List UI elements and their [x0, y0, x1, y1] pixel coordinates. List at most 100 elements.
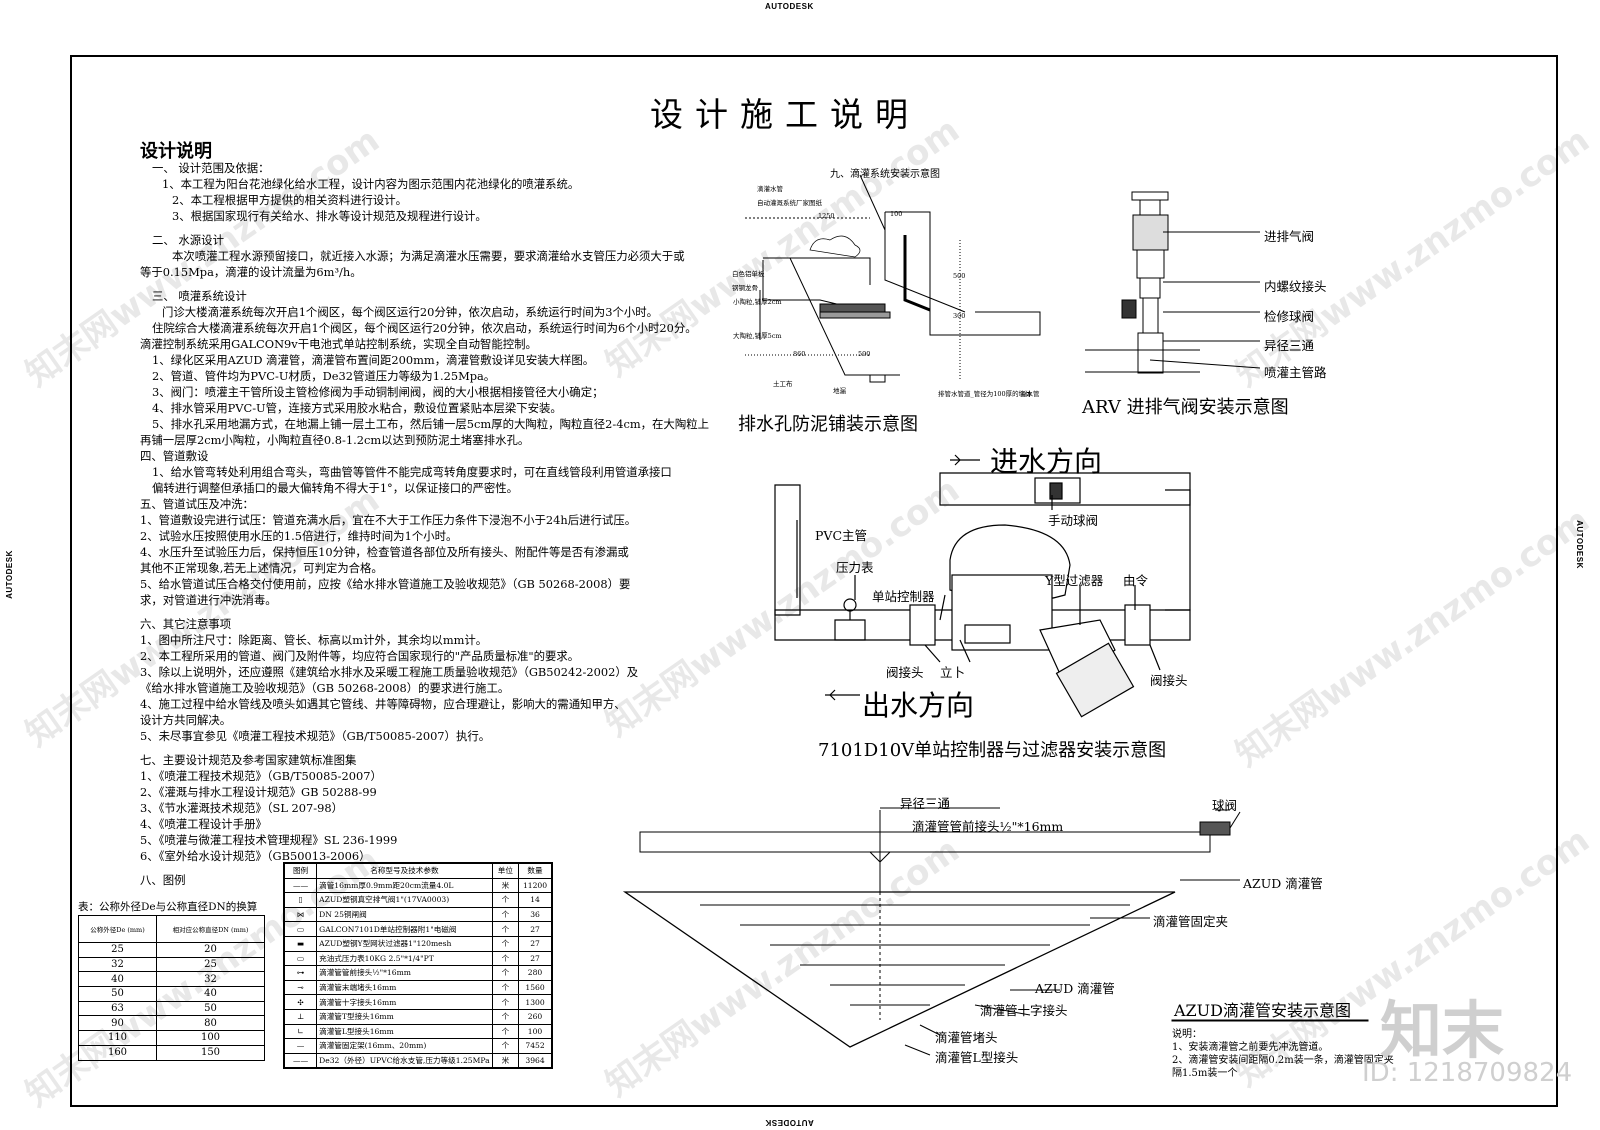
note-line: 七、主要设计规范及参考国家建筑标准图集: [140, 753, 357, 767]
label-ball-valve: 手动球阀: [1048, 513, 1099, 528]
legend-cell: 27: [518, 935, 553, 952]
note-line: 一、 设计范围及依据：: [152, 161, 270, 175]
note-line: 1、本工程为阳台花池绿化给水工程，设计内容为图示范围内花池绿化的喷灌系统。: [162, 177, 580, 191]
label-large-ceramsite: 大陶粒,铺厚5cm: [733, 332, 782, 340]
note-line: 2、管道、管件均为PVC-U材质，De32管道压力等级为1.25Mpa。: [152, 369, 496, 383]
note-line: 3、阀门：喷灌主干管所设主管检修阀为手动铜制闸阀，阀的大小根据相接管径大小确定；: [152, 385, 604, 399]
legend-cell: 3964: [518, 1052, 553, 1069]
note-line: 二、 水源设计: [152, 233, 224, 247]
install-note-line: 隔1.5m装一个: [1172, 1068, 1238, 1079]
note-line: 3、根据国家现行有关给水、排水等设计规范及规程进行设计。: [172, 209, 487, 223]
note-line: 《给水排水管道施工及验收规范》（GB 50268-2008）的要求进行施工。: [140, 681, 510, 695]
conv-cell: 160: [78, 1044, 157, 1061]
arv-caption: ARV 进排气阀安装示意图: [1082, 397, 1289, 418]
note-line: 1、给水管弯转处利用组合弯头，弯曲管等管件不能完成弯转角度要求时，可在直线管段利…: [152, 465, 672, 479]
install-notes: 说明： 1、安装滴灌管之前要先冲洗管道。 2、滴灌管安装间距隔0.2m装一条，滴灌管…: [1172, 1028, 1394, 1080]
note-line: 2、本工程所采用的管道、阀门及附件等，均应符合国家现行的"产品质量标准"的要求。: [140, 649, 580, 663]
drip-caption: AZUD滴灌管安装示意图: [1174, 1001, 1351, 1020]
note-line: 3、除以上说明外，还应遵照《建筑给水排水及采暖工程施工质量验收规范》（GB502…: [140, 665, 639, 679]
note-line: 四、管道敷设: [140, 449, 209, 463]
note-line: 住院综合大楼滴灌系统每次开启1个阀区，每个阀区运行20分钟，依次启动，系统运行时…: [152, 321, 697, 335]
install-note-line: 2、滴灌管安装间距隔0.2m装一条，滴灌管固定夹: [1172, 1055, 1394, 1066]
dim-500: 500: [953, 272, 966, 280]
conv-header: 公称外径De (mm): [78, 915, 157, 943]
label-aluminum-panel: 白色铝单板: [732, 270, 765, 278]
note-line: 门诊大楼滴灌系统每次开启1个阀区，每个阀区运行20分钟，依次启动，系统运行时间为…: [162, 305, 659, 319]
label-drain-pipe-wall: 排管水管道_管径为100厚的墙体: [938, 390, 1032, 398]
outlet-direction: 出水方向: [862, 689, 975, 722]
arv-label-ball-valve: 检修球阀: [1264, 309, 1315, 324]
note-line: 六、其它注意事项: [140, 617, 232, 631]
label-joint-left: 阀接头: [886, 665, 924, 680]
arv-label-valve: 进排气阀: [1264, 229, 1315, 244]
conv-header: 相对应公称直径DN (mm): [156, 915, 265, 943]
drip-drawing: [622, 807, 1241, 1056]
label-union: 由令: [1123, 573, 1149, 588]
note-line: 3、《节水灌溉技术规范》（SL 207-98）: [140, 801, 343, 815]
arv-label-tee: 异径三通: [1264, 338, 1315, 353]
label-front-joint: 滴灌管管前接头½"*16mm: [912, 819, 1064, 834]
note-line: 求，对管道进行冲洗消毒。: [140, 593, 277, 607]
dim-860: 860: [793, 350, 806, 358]
note-line: 5、给水管道试压合格交付使用前，应按《给水排水管道施工及验收规范》（GB 502…: [140, 577, 631, 591]
section-title: 设计说明: [140, 141, 212, 162]
arv-valve-drawing: [1085, 191, 1261, 374]
legend-symbol-icon: ——: [283, 1052, 318, 1069]
note-line: 本次喷灌工程水源预留接口，就近接入水源；为满足滴灌水压需要，要求滴灌给水支管压力…: [172, 249, 685, 263]
drainage-heading: 九、滴灌系统安装示意图: [830, 169, 940, 180]
controller-drawing: [774, 454, 1191, 718]
conversion-caption: 表：公称外径De与公称直径DN的换算: [78, 901, 258, 913]
note-line: 6、《室外给水设计规范》（GB50013-2006）: [140, 849, 371, 863]
arv-label-thread: 内螺纹接头: [1264, 279, 1327, 294]
install-note-line: 1、安装滴灌管之前要先冲洗管道。: [1172, 1042, 1329, 1053]
label-azud-1: AZUD 滴灌管: [1243, 876, 1323, 891]
note-line: 偏转进行调整但承插口的最大偏转角不得大于1°，以保证接口的严密性。: [152, 481, 519, 495]
dim-1250: 1250: [818, 212, 835, 220]
label-gauge: 压力表: [836, 560, 874, 575]
label-riser: 立卜: [940, 665, 966, 680]
label-drip-pipe: 滴灌水管: [757, 185, 783, 193]
note-line: 设计方共同解决。: [140, 713, 232, 727]
label-floor-drain: 地漏: [833, 387, 846, 395]
note-line: 三、 喷灌系统设计: [152, 289, 247, 303]
legend-header: 数量: [518, 862, 553, 879]
drawing-frame: [70, 55, 1558, 1107]
label-controller: 单站控制器: [872, 589, 935, 604]
note-line: 五、管道试压及冲洗：: [140, 497, 254, 511]
label-joint-right: 阀接头: [1150, 673, 1188, 688]
arv-label-main: 喷灌主管路: [1264, 365, 1327, 380]
label-ball: 球阀: [1212, 798, 1238, 813]
label-pvc-main: PVC主管: [815, 528, 868, 543]
legend-table: 图例名称型号及技术参数单位数量——滴管16mm厚0.9mm距20cm流量4.0L…: [283, 862, 553, 1070]
label-l-joint: 滴灌管L型接头: [935, 1050, 1019, 1065]
label-steel-keel: 钢钢龙骨: [732, 284, 758, 292]
drainage-caption: 排水孔防泥铺装示意图: [738, 414, 918, 435]
label-plug: 滴灌管堵头: [935, 1030, 998, 1045]
brand-top: AUTODESK: [765, 2, 814, 11]
note-line: 其他不正常现象,若无上述情况，可判定为合格。: [140, 561, 383, 575]
note-line: 4、施工过程中给水管线及喷头如遇其它管线、井等障碍物，应合理避让，影响大的需通知…: [140, 697, 626, 711]
note-line: 再铺一层厚2cm小陶粒，小陶粒直径0.8-1.2cm以达到预防泥土堵塞排水孔。: [140, 433, 530, 447]
controller-caption: 7101D10V单站控制器与过滤器安装示意图: [818, 740, 1167, 761]
dim-300: 300: [953, 312, 966, 320]
conv-cell: 90: [78, 1015, 157, 1032]
drainage-section-drawing: [745, 174, 1041, 383]
legend-header: 名称型号及技术参数: [316, 862, 493, 879]
note-line: 5、排水孔采用地漏方式，在地漏上铺一层土工布，然后铺一层5cm厚的大陶粒，陶粒直…: [152, 417, 709, 431]
note-line: 5、未尽事宜参见《喷灌工程技术规范》（GB/T50085-2007）执行。: [140, 729, 491, 743]
install-note-line: 说明：: [1172, 1029, 1202, 1040]
note-line: 4、水压升至试验压力后，保持恒压10分钟，检查管道各部位及所有接头、附配件等是否…: [140, 545, 629, 559]
legend-header: 单位: [491, 862, 520, 879]
conv-cell: 100: [156, 1030, 265, 1046]
note-line: 八、图例: [140, 873, 186, 887]
note-line: 2、试验水压按照使用水压的1.5倍进行，维持时间为1个小时。: [140, 529, 458, 543]
